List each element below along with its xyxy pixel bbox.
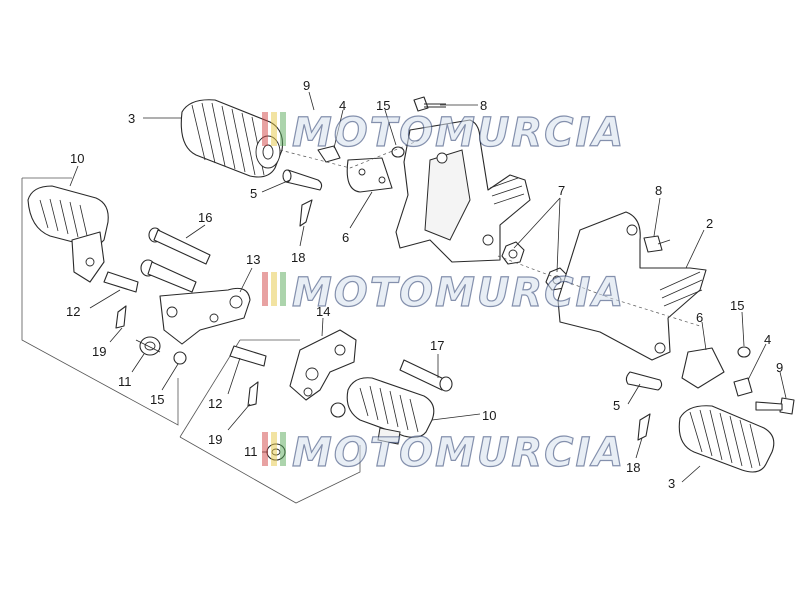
pin-left-12 (103, 271, 139, 293)
callout-6-upper: 6 (342, 230, 349, 245)
assembly-guide-upper (279, 139, 421, 169)
footpeg-assembly-left (27, 185, 109, 283)
footpeg-rubber-lower-right (678, 405, 775, 473)
bolt-right-upper (643, 235, 671, 253)
bracket-hole-upper-b (378, 176, 386, 184)
watermark-text-middle: MOTOMURCIA (292, 270, 625, 316)
watermark-bottom: MOTOMURCIA (262, 429, 625, 477)
cotter-pin-left-19 (115, 305, 127, 329)
callout-labels: 3 9 4 15 8 10 5 16 6 18 7 8 2 13 12 14 1… (66, 78, 783, 491)
callout-3-lower: 3 (668, 476, 675, 491)
callout-9-upper: 9 (303, 78, 310, 93)
footpeg-rubber-upper-left (180, 99, 284, 178)
callout-10-bottom: 10 (482, 408, 496, 423)
watermark-text-top: MOTOMURCIA (292, 110, 625, 156)
footrest-plate-center (395, 119, 531, 263)
footpeg-bracket-right (681, 347, 725, 389)
callout-12-left: 12 (66, 304, 80, 319)
washer-right (737, 346, 751, 358)
bolt-long-13 (140, 259, 197, 293)
bracket-hole-upper-a (358, 168, 366, 176)
washer-left (173, 351, 187, 365)
callout-3-upper: 3 (128, 111, 135, 126)
footpeg-assembly-bottom (346, 377, 435, 445)
callout-12-bottom: 12 (208, 396, 222, 411)
group-frame-bottom (179, 436, 361, 504)
callout-18-upper: 18 (291, 250, 305, 265)
retaining-clip-upper (317, 145, 341, 163)
callout-19-left: 19 (92, 344, 106, 359)
callout-11-left: 11 (118, 374, 132, 389)
callout-16: 16 (198, 210, 212, 225)
bolt-right-lower (755, 397, 795, 415)
group-frame-left (21, 178, 179, 426)
callout-7: 7 (558, 183, 565, 198)
footpeg-bracket-upper (346, 157, 393, 193)
callout-19-bottom: 19 (208, 432, 222, 447)
linkage-bracket-14 (289, 329, 357, 401)
cotter-pin-upper (299, 199, 313, 227)
linkage-bracket-13 (159, 287, 251, 345)
bolt-long-17 (399, 359, 453, 392)
bolt-upper-center (413, 96, 446, 112)
retaining-clip-right (733, 377, 753, 397)
callout-18-right: 18 (626, 460, 640, 475)
callout-14: 14 (316, 304, 330, 319)
assembly-guide-center (497, 255, 701, 327)
callout-15-left: 15 (150, 392, 164, 407)
washer-upper (391, 146, 405, 158)
bolt-long-16 (148, 227, 211, 265)
callout-2: 2 (706, 216, 713, 231)
cotter-pin-right (637, 413, 651, 441)
watermark-top: MOTOMURCIA (262, 109, 625, 157)
leader-lines (69, 91, 787, 483)
callout-4-upper: 4 (339, 98, 346, 113)
callout-11-bottom: 11 (244, 444, 258, 459)
callout-13: 13 (246, 252, 260, 267)
callout-8-upper: 8 (480, 98, 487, 113)
watermark-text-bottom: MOTOMURCIA (292, 430, 625, 476)
spring-left-11 (135, 336, 161, 356)
callout-15-upper: 15 (376, 98, 390, 113)
callout-8-right: 8 (655, 183, 662, 198)
nut-center-a (501, 241, 525, 265)
footrest-plate-right (557, 211, 707, 361)
callout-10-left: 10 (70, 151, 84, 166)
callout-4-right: 4 (764, 332, 771, 347)
callout-6-right: 6 (696, 310, 703, 325)
callout-17: 17 (430, 338, 444, 353)
pivot-pin-right (625, 371, 663, 391)
cotter-pin-bottom-19 (247, 381, 259, 407)
pin-bottom-12 (229, 345, 267, 367)
callout-9-right: 9 (776, 360, 783, 375)
callout-5-right: 5 (613, 398, 620, 413)
callout-15-right: 15 (730, 298, 744, 313)
callout-5-upper: 5 (250, 186, 257, 201)
watermark-middle: MOTOMURCIA (262, 269, 625, 317)
pivot-pin-upper-left (282, 169, 323, 191)
washer-bottom (330, 402, 346, 418)
